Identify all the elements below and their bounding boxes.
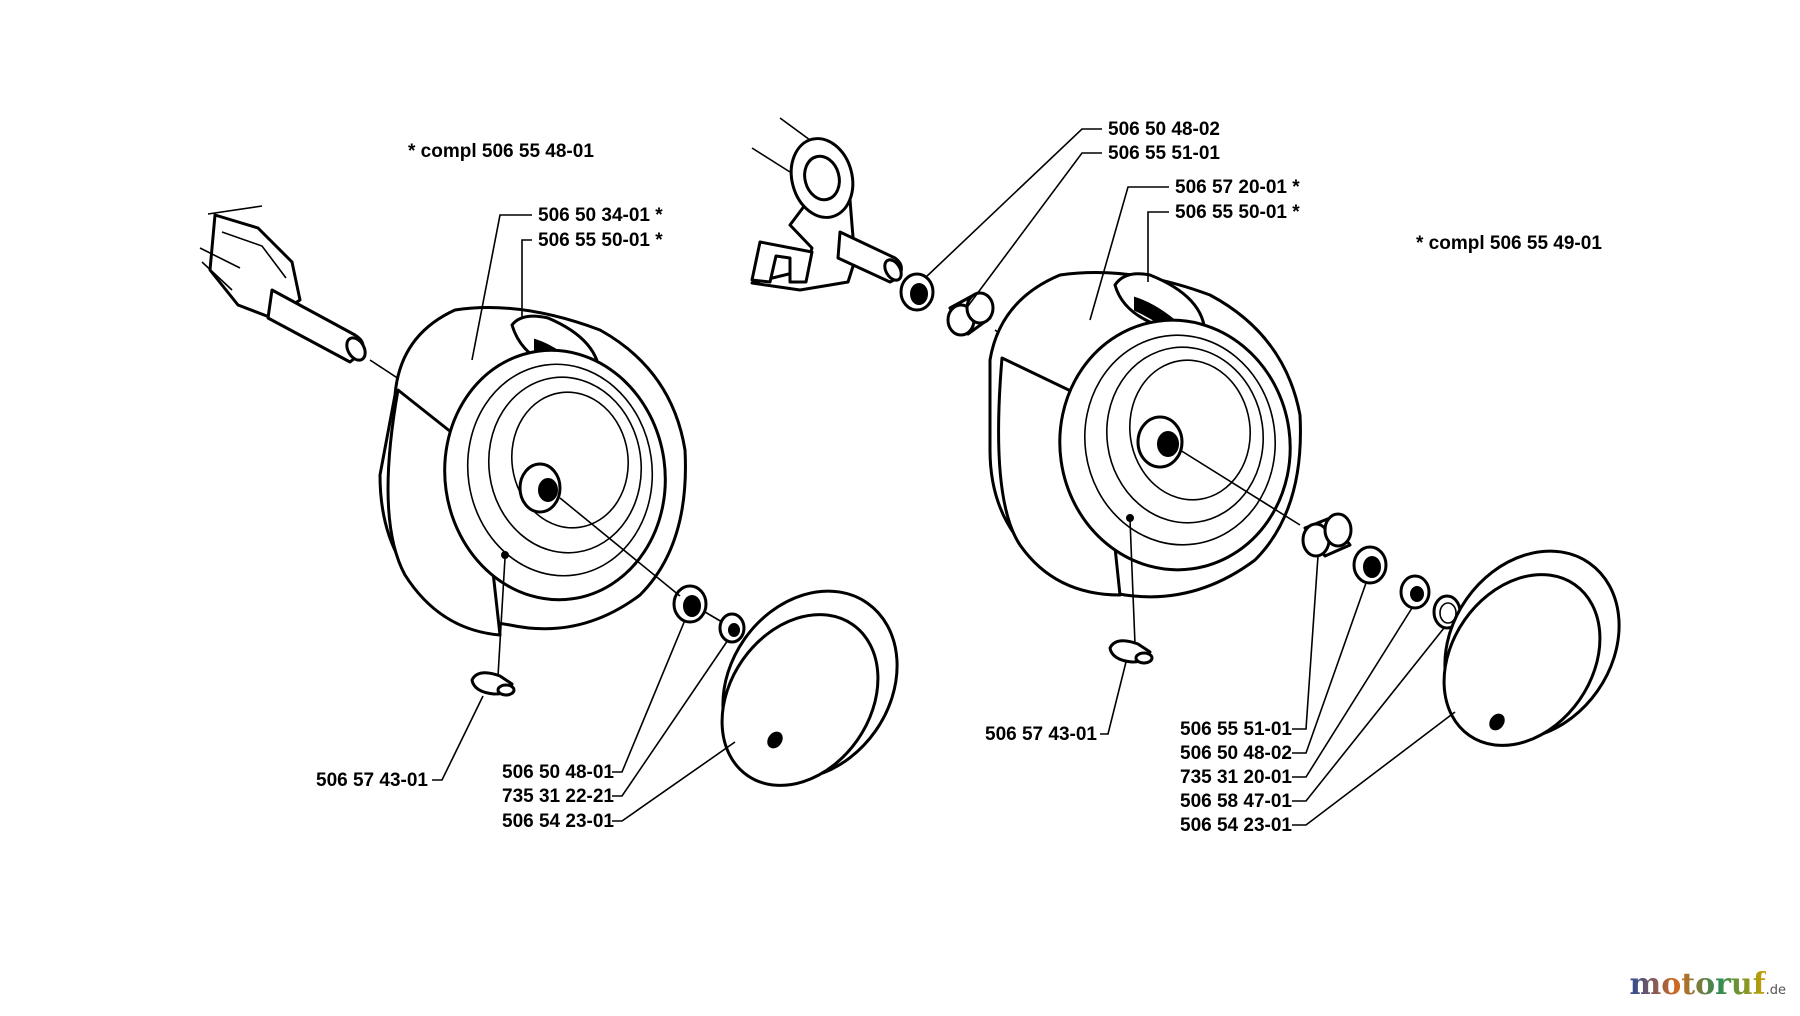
right-hub-cap — [1442, 549, 1621, 747]
right-compl-label: * compl 506 55 49-01 — [1416, 233, 1602, 254]
left-valve — [470, 671, 516, 697]
left-washer — [672, 584, 708, 624]
left-axle-shaft — [266, 288, 406, 384]
right-axle-shaft — [836, 230, 903, 284]
right-cap-label: 506 54 23-01 — [1180, 815, 1292, 836]
right-tire-label-1: 506 57 20-01 * — [1175, 177, 1300, 198]
right-axle-bracket — [750, 117, 857, 292]
right-bushing-top-label: 506 55 51-01 — [1108, 143, 1220, 164]
right-washer-top-label: 506 50 48-02 — [1108, 119, 1220, 140]
watermark-logo: motoruf.de — [1629, 967, 1786, 1002]
right-bushing-label: 506 55 51-01 — [1180, 719, 1292, 740]
left-cap-label: 506 54 23-01 — [502, 811, 614, 832]
right-valve — [1108, 639, 1154, 665]
right-tire-label-2: 506 55 50-01 * — [1175, 202, 1300, 223]
right-nut-label: 735 31 20-01 — [1180, 767, 1292, 788]
left-nut-label: 735 31 22-21 — [502, 786, 614, 807]
watermark-suffix: .de — [1765, 983, 1786, 998]
left-wheel — [378, 306, 687, 637]
right-nut — [1399, 574, 1431, 610]
right-wheel — [988, 271, 1302, 599]
left-compl-label: * compl 506 55 48-01 — [408, 141, 594, 162]
right-washer — [1352, 545, 1388, 585]
right-valve-label: 506 57 43-01 — [985, 724, 1097, 745]
right-bushing — [1301, 512, 1353, 558]
right-spacer-label: 506 58 47-01 — [1180, 791, 1292, 812]
right-washer-top — [899, 272, 935, 312]
right-bushing-top — [946, 291, 995, 337]
left-tire-label-1: 506 50 34-01 * — [538, 205, 663, 226]
left-tire-label-2: 506 55 50-01 * — [538, 230, 663, 251]
left-valve-label: 506 57 43-01 — [316, 770, 428, 791]
left-hub-cap — [720, 589, 899, 787]
right-washer-label: 506 50 48-02 — [1180, 743, 1292, 764]
watermark-text: motoruf — [1629, 967, 1766, 1002]
left-nut — [718, 612, 746, 644]
left-washer-label: 506 50 48-01 — [502, 762, 614, 783]
